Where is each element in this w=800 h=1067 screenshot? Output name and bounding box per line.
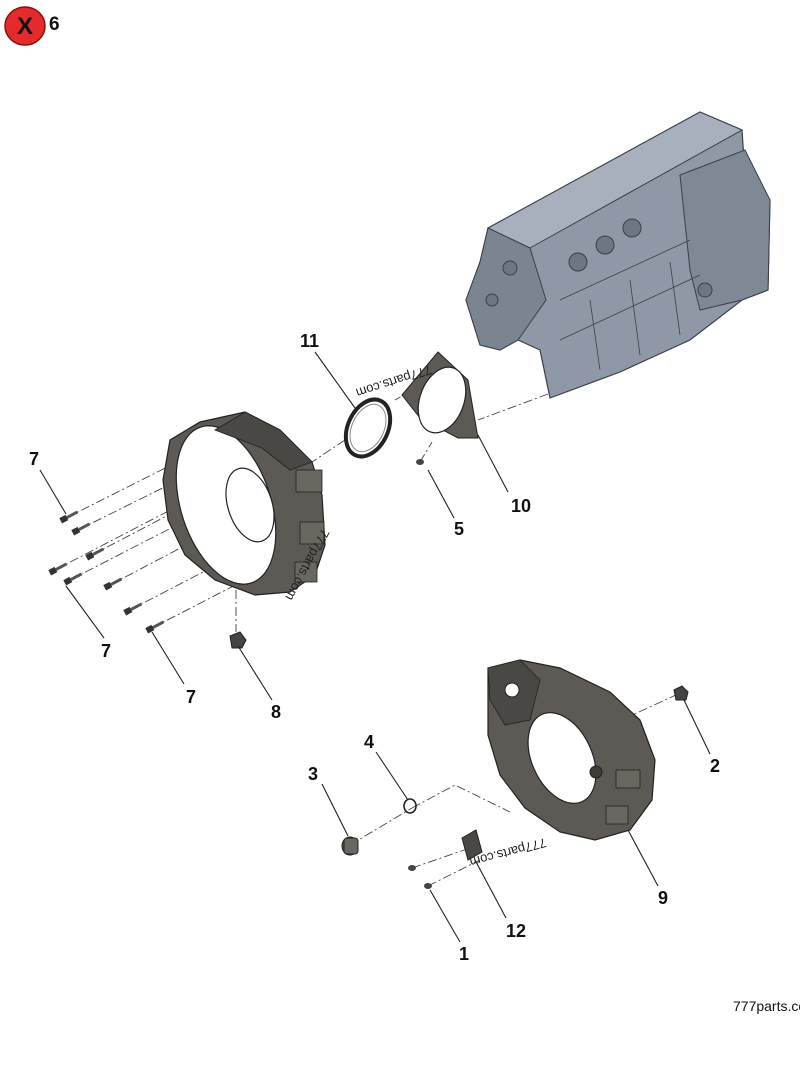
- watermark-text: 777parts.com: [468, 835, 548, 870]
- part-9-flywheel-housing: [487, 659, 656, 841]
- part-8-plug: [229, 631, 247, 649]
- footer-watermark: 777parts.co: [733, 998, 800, 1014]
- leader-lines: [39, 351, 711, 943]
- bolt: [123, 602, 143, 616]
- part-3-plug: [341, 836, 359, 856]
- callout-2: 2: [710, 756, 720, 776]
- part-1-screws: [408, 865, 432, 889]
- flywheel-housing: [162, 411, 326, 596]
- callout-1: 1: [459, 944, 469, 964]
- part-11-seal-ring: [343, 397, 393, 459]
- callout-10: 10: [511, 496, 531, 516]
- bolt: [63, 572, 83, 586]
- bolt: [59, 510, 79, 524]
- callout-11: 11: [300, 331, 319, 351]
- engine-block: [465, 111, 771, 399]
- bolt: [103, 577, 123, 591]
- part-2-nut: [673, 685, 689, 701]
- callout-9: 9: [658, 888, 668, 908]
- callout-4: 4: [364, 732, 374, 752]
- callout-3: 3: [308, 764, 318, 784]
- part-12-cover-plate: [461, 829, 483, 861]
- callout-7: 7: [29, 449, 39, 469]
- bolt: [48, 562, 68, 576]
- callout-7: 7: [101, 641, 111, 661]
- part-4-o-ring: [403, 798, 417, 814]
- bolt: [145, 620, 165, 634]
- watermarks: 777parts.com 777parts.com 777parts.com: [282, 362, 548, 870]
- bolt: [71, 522, 91, 536]
- part-10-seal-housing: [401, 351, 479, 439]
- bolt: [85, 547, 105, 561]
- callout-labels: 11 7 7 7 5 10 8 4 3 2 9 12 1: [29, 331, 720, 964]
- callout-7: 7: [186, 687, 196, 707]
- callout-12: 12: [506, 921, 526, 941]
- close-badge-button[interactable]: X: [4, 6, 46, 46]
- callout-8: 8: [271, 702, 281, 722]
- close-x-symbol: X: [17, 13, 33, 40]
- part-5-screw: [416, 459, 424, 465]
- badge-count: 6: [49, 14, 60, 35]
- close-x-icon: X: [4, 6, 46, 46]
- part-7-bolts: [48, 510, 165, 634]
- callout-5: 5: [454, 519, 464, 539]
